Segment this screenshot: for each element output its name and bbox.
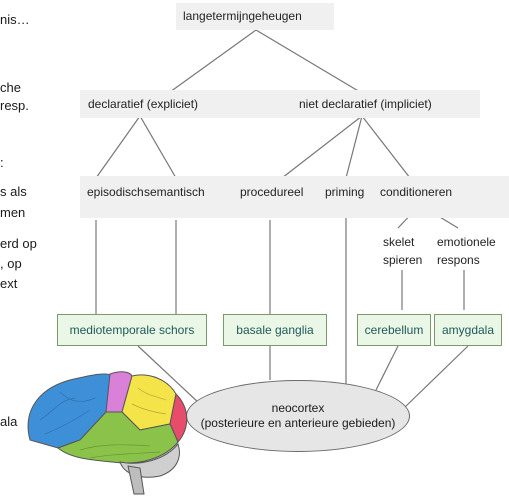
clipped-text-10: ala <box>0 414 18 429</box>
declaratief-node: declaratief (expliciet) <box>88 97 199 111</box>
amygdala-box: amygdala <box>434 314 502 346</box>
semantisch-node: semantisch <box>144 185 205 199</box>
emotionele-respons-node: emotionele respons <box>437 235 496 267</box>
root-band <box>176 3 334 30</box>
clipped-text-2: che <box>0 80 21 95</box>
neocortex-label: neocortex <box>271 401 325 415</box>
clipped-text-4: : <box>0 155 4 170</box>
procedureel-node: procedureel <box>240 185 304 199</box>
clipped-text-3: resp. <box>0 98 29 113</box>
root-node: langetermijngeheugen <box>183 9 302 23</box>
clipped-text-7: erd op <box>0 236 37 251</box>
conditioneren-node: conditioneren <box>380 185 453 199</box>
neocortex-ellipse: neocortex (posterieure en anterieure geb… <box>186 380 410 452</box>
neocortex-sublabel: (posterieure en anterieure gebieden) <box>200 416 396 430</box>
skelet-spieren-node: skelet spieren <box>383 235 423 267</box>
mediotemporale-schors-box: mediotemporale schors <box>57 314 207 346</box>
clipped-text-8: , op <box>0 256 22 271</box>
niet-declaratief-node: niet declaratief (impliciet) <box>299 97 432 111</box>
clipped-text-5: s als <box>0 184 27 199</box>
clipped-text-6: men <box>0 205 26 220</box>
episodisch-node: episodisch <box>87 185 144 199</box>
priming-node: priming <box>325 185 365 199</box>
level1-band <box>80 90 480 118</box>
clipped-text-9: ext <box>0 276 18 291</box>
cerebellum-box: cerebellum <box>357 314 431 346</box>
clipped-text-1: nis… <box>0 12 30 27</box>
basale-ganglia-box: basale ganglia <box>223 314 327 346</box>
level2-band <box>80 176 509 218</box>
